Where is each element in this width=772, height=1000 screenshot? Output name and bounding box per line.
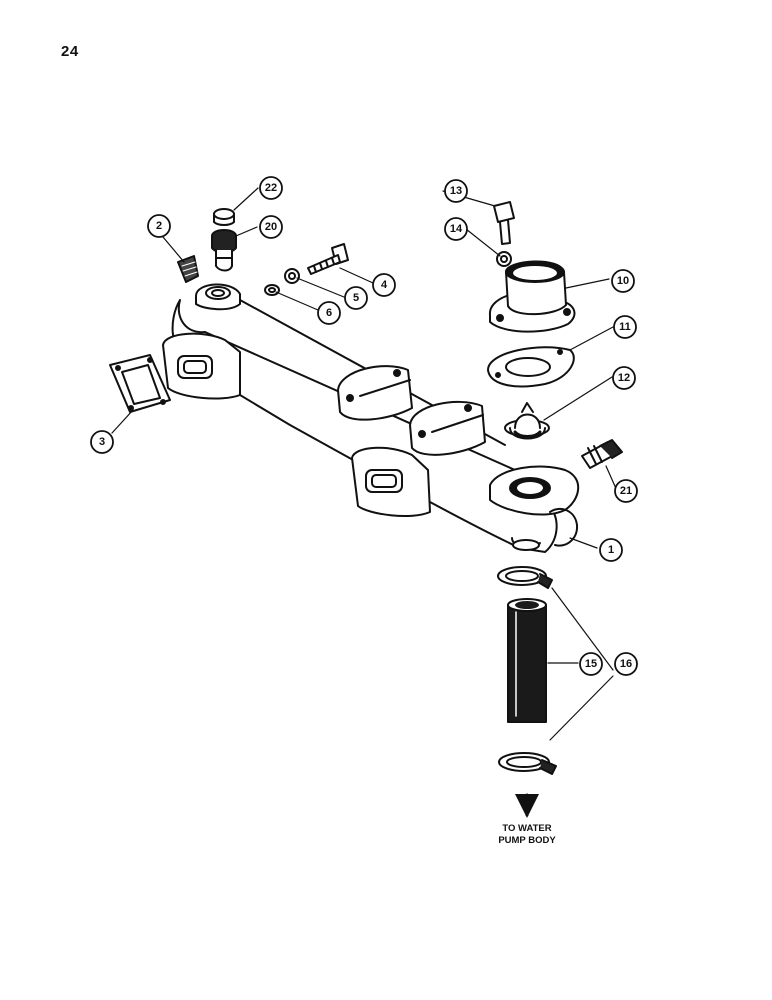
temperature-sensor	[581, 439, 623, 469]
callout-circles	[90, 176, 638, 676]
manifold-gasket	[109, 354, 171, 413]
callout-14: 14	[450, 223, 463, 235]
callout-1: 1	[608, 544, 614, 556]
note-line-1: TO WATER	[502, 823, 551, 834]
callout-22: 22	[265, 182, 277, 194]
callout-12: 12	[618, 372, 630, 384]
pipe-plug	[177, 255, 199, 283]
callout-3: 3	[99, 436, 105, 448]
hose-clamp-lower	[498, 752, 557, 775]
thermostat-gasket	[487, 346, 575, 388]
callout-13: 13	[450, 185, 462, 197]
thermostat	[504, 402, 550, 440]
bolt	[307, 243, 349, 275]
temperature-sender	[211, 229, 237, 272]
thermostat-housing	[488, 260, 576, 333]
coolant-hose	[507, 598, 547, 723]
callout-5: 5	[353, 292, 359, 304]
note-line-2: PUMP BODY	[498, 835, 556, 846]
callout-10: 10	[617, 275, 629, 287]
callout-2: 2	[156, 220, 162, 232]
thermostat-lock-washer	[496, 251, 512, 267]
flat-washer	[264, 284, 280, 296]
water-manifold	[162, 283, 580, 553]
thermostat-housing-bolt	[493, 201, 515, 245]
callout-15: 15	[585, 658, 597, 670]
lock-washer	[284, 268, 300, 284]
callout-20: 20	[265, 221, 277, 233]
sender-cap	[213, 208, 235, 226]
page-number: 24	[61, 43, 79, 60]
callout-11: 11	[619, 321, 631, 333]
callout-16: 16	[620, 658, 632, 670]
callout-6: 6	[326, 307, 332, 319]
callout-21: 21	[620, 485, 632, 497]
callout-4: 4	[381, 279, 388, 291]
leader-lines	[111, 187, 619, 741]
hose-clamp-upper	[497, 566, 553, 589]
